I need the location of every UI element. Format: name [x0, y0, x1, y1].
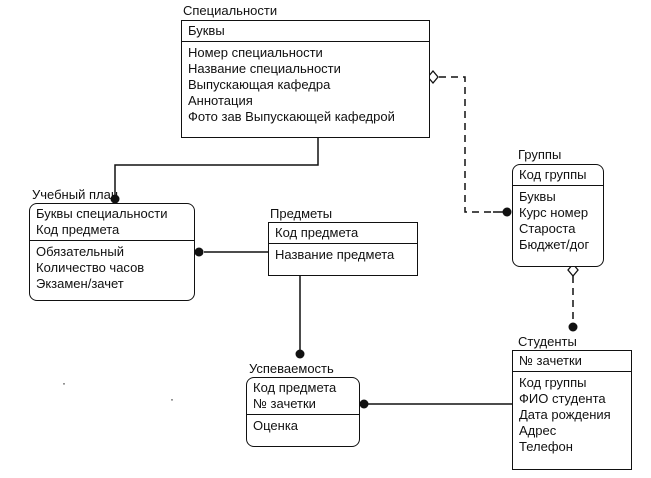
specialty-entity: Буквы Номер специальности Название специ…	[181, 20, 430, 138]
curriculum-key: Буквы специальности	[36, 206, 168, 221]
students-attr: Дата рождения	[519, 407, 611, 422]
specialty-key: Буквы	[188, 23, 225, 38]
curriculum-key: Код предмета	[36, 222, 120, 237]
rel-subjects-curriculum-end	[194, 247, 204, 257]
rel-specialty-groups	[439, 76, 493, 213]
rel-groups-students-end	[568, 322, 578, 332]
groups-title: Группы	[518, 147, 562, 162]
groups-attr: Курс номер	[519, 205, 589, 220]
grades-attributes: Оценка	[247, 415, 359, 436]
rel-specialty-groups-end	[502, 207, 512, 217]
subjects-key: Код предмета	[275, 225, 359, 240]
groups-attributes: Буквы Курс номер Староста Бюджет/дог	[513, 186, 603, 255]
curriculum-attributes: Обязательный Количество часов Экзамен/за…	[30, 241, 194, 294]
grades-entity: Код предмета № зачетки Оценка	[246, 377, 360, 447]
groups-keys: Код группы	[513, 165, 603, 186]
students-key: № зачетки	[519, 353, 582, 368]
curriculum-attr: Количество часов	[36, 260, 145, 275]
curriculum-entity: Буквы специальности Код предмета Обязате…	[29, 203, 195, 301]
specialty-attr: Название специальности	[188, 61, 341, 76]
students-attr: Код группы	[519, 375, 587, 390]
groups-attr: Староста	[519, 221, 576, 236]
specialty-attr: Номер специальности	[188, 45, 323, 60]
students-attr: ФИО студента	[519, 391, 606, 406]
rel-subjects-grades-end	[295, 349, 305, 359]
specialty-attr: Выпускающая кафедра	[188, 77, 331, 92]
curriculum-title: Учебный план	[32, 187, 118, 202]
students-keys: № зачетки	[513, 351, 631, 372]
subjects-entity: Код предмета Название предмета	[268, 222, 418, 276]
specialty-keys: Буквы	[182, 21, 429, 42]
groups-attr: Буквы	[519, 189, 556, 204]
subjects-attr: Название предмета	[275, 247, 395, 262]
curriculum-attr: Экзамен/зачет	[36, 276, 124, 291]
grades-title: Успеваемость	[249, 361, 334, 376]
grades-attr: Оценка	[253, 418, 299, 433]
specialty-attr: Аннотация	[188, 93, 253, 108]
students-title: Студенты	[518, 334, 577, 349]
specialty-title: Специальности	[183, 3, 278, 18]
subjects-attributes: Название предмета	[269, 244, 417, 265]
grades-keys: Код предмета № зачетки	[247, 378, 359, 415]
students-entity: № зачетки Код группы ФИО студента Дата р…	[512, 350, 632, 470]
scan-speck: ·	[62, 376, 66, 390]
rel-specialty-groups-diamond	[427, 69, 439, 85]
groups-key: Код группы	[519, 167, 587, 182]
subjects-keys: Код предмета	[269, 223, 417, 244]
rel-specialty-curriculum	[114, 137, 319, 197]
curriculum-attr: Обязательный	[36, 244, 124, 259]
specialty-attr: Фото зав Выпускающей кафедрой	[188, 109, 395, 124]
rel-specialty-curriculum-end	[110, 194, 120, 204]
rel-students-grades-end	[359, 399, 369, 409]
rel-groups-students-diamond	[567, 262, 579, 278]
subjects-title: Предметы	[270, 206, 333, 221]
curriculum-keys: Буквы специальности Код предмета	[30, 204, 194, 241]
students-attr: Телефон	[519, 439, 573, 454]
grades-key: Код предмета	[253, 380, 337, 395]
grades-key: № зачетки	[253, 396, 316, 411]
students-attributes: Код группы ФИО студента Дата рождения Ад…	[513, 372, 631, 457]
groups-attr: Бюджет/дог	[519, 237, 590, 252]
specialty-attributes: Номер специальности Название специальнос…	[182, 42, 429, 127]
students-attr: Адрес	[519, 423, 557, 438]
groups-entity: Код группы Буквы Курс номер Староста Бюд…	[512, 164, 604, 267]
scan-speck: ·	[170, 392, 174, 406]
